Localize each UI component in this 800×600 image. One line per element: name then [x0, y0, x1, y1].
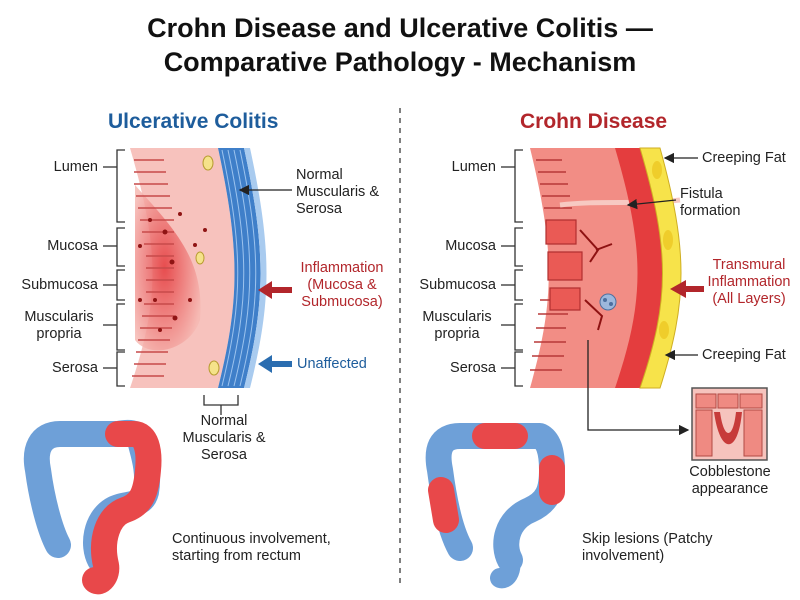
uc-label-serosa: Serosa [52, 360, 98, 376]
uc-unaffected-label: Unaffected [297, 356, 367, 372]
title-line-1: Crohn Disease and Ulcerative Colitis — [147, 13, 653, 43]
cd-transmural-label: Transmural Inflammation (All Layers) [707, 257, 791, 307]
uc-normal-muscularis-label: Normal Muscularis & Serosa [296, 167, 379, 217]
uc-inflammation-label: Inflammation (Mucosa & Submucosa) [300, 260, 384, 310]
uc-layer-brackets [103, 149, 125, 387]
cd-label-mucosa: Mucosa [445, 238, 496, 254]
uc-colon-caption: Continuous involvement, starting from re… [172, 531, 331, 564]
uc-label-submucosa: Submucosa [21, 277, 98, 293]
cd-heading: Crohn Disease [520, 110, 668, 133]
uc-label-mucosa: Mucosa [47, 238, 98, 254]
uc-heading: Ulcerative Colitis [108, 110, 279, 133]
uc-label-lumen: Lumen [53, 159, 98, 175]
cd-label-lumen: Lumen [451, 159, 496, 175]
uc-unaffected-arrow [258, 355, 292, 373]
uc-inflammation-arrow [258, 281, 292, 299]
cd-label-serosa: Serosa [450, 360, 496, 376]
cd-layer-brackets [501, 149, 523, 387]
creeping-fat [639, 147, 682, 389]
title-line-2: Comparative Pathology - Mechanism [163, 47, 637, 77]
uc-muscularis-blue [218, 148, 261, 388]
cd-creeping-fat-top-label: Creeping Fat [702, 150, 786, 166]
cd-label-submucosa: Submucosa [419, 277, 496, 293]
cd-colon [425, 423, 565, 589]
uc-normal-muscularis-bottom-label: Normal Muscularis & Serosa [182, 413, 266, 463]
uc-label-muscularis-propria: Muscularis propria [24, 309, 94, 342]
cd-transmural-arrow [670, 280, 704, 298]
cd-fistula-label: Fistula formation [680, 186, 741, 219]
uc-wall-cross-section [130, 148, 267, 388]
cd-creeping-fat-bottom-label: Creeping Fat [702, 347, 786, 363]
cd-wall-cross-section [530, 147, 682, 389]
cobblestone-inset [691, 387, 768, 461]
cd-cobblestone-label: Cobblestone appearance [689, 464, 771, 497]
cd-label-muscularis-propria: Muscularis propria [422, 309, 492, 342]
cd-colon-caption: Skip lesions (Patchy involvement) [582, 531, 713, 564]
uc-colon [23, 419, 162, 595]
